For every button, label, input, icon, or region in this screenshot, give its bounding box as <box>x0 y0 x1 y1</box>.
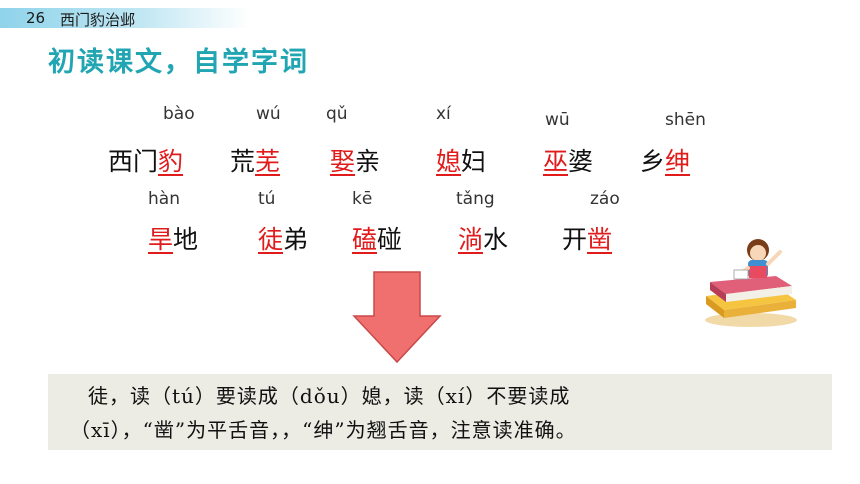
pinyin-qu: qǔ <box>326 104 348 124</box>
word-huangwu: 荒芜 <box>230 142 280 178</box>
word-ximenbao: 西门豹 <box>108 142 183 178</box>
down-arrow-icon <box>352 271 442 364</box>
word-target-char: 巫 <box>543 147 569 176</box>
word-target-char: 娶 <box>330 147 356 176</box>
word-target-char: 旱 <box>148 225 174 254</box>
word-kaizao: 开凿 <box>562 220 612 256</box>
word-handi: 旱地 <box>148 220 198 256</box>
word-tangshui: 淌水 <box>458 220 508 256</box>
word-plain: 婆 <box>568 147 594 176</box>
word-plain: 西门 <box>108 147 159 176</box>
pinyin-wu: wú <box>256 104 281 124</box>
pinyin-tang: tǎng <box>456 189 495 209</box>
pinyin-ke: kē <box>352 189 373 209</box>
word-wupo: 巫婆 <box>543 142 593 178</box>
word-quqin: 娶亲 <box>330 142 380 178</box>
word-plain: 弟 <box>283 225 309 254</box>
note-line-2: （xī），“凿”为平舌音，，“绅”为翘舌音，注意读准确。 <box>70 418 577 442</box>
note-line-1: 徒，读（tú）要读成（dǒu）媳，读（xí）不要读成 <box>88 384 571 408</box>
word-plain: 碰 <box>377 225 403 254</box>
pinyin-wu2: wū <box>545 110 570 130</box>
word-tudi: 徒弟 <box>258 220 308 256</box>
section-heading: 初读课文，自学字词 <box>48 47 309 78</box>
word-kepeng: 磕碰 <box>352 220 402 256</box>
word-target-char: 豹 <box>158 147 184 176</box>
word-target-char: 徒 <box>258 225 284 254</box>
word-target-char: 凿 <box>587 225 613 254</box>
lesson-title-bar: 26 西门豹治邺 <box>0 8 250 29</box>
word-plain: 荒 <box>230 147 256 176</box>
pinyin-xi: xí <box>436 104 451 124</box>
pinyin-shen: shēn <box>665 110 706 130</box>
pinyin-bao: bào <box>163 104 195 124</box>
word-xiangshen: 乡绅 <box>640 142 690 178</box>
word-target-char: 媳 <box>436 147 462 176</box>
word-target-char: 磕 <box>352 225 378 254</box>
word-plain: 亲 <box>355 147 381 176</box>
pinyin-han: hàn <box>148 189 180 209</box>
word-plain: 开 <box>562 225 588 254</box>
word-plain: 妇 <box>461 147 487 176</box>
word-plain: 乡 <box>640 147 666 176</box>
lesson-title: 西门豹治邺 <box>60 11 136 29</box>
lesson-number: 26 <box>26 9 46 27</box>
pronunciation-note: 徒，读（tú）要读成（dǒu）媳，读（xí）不要读成 （xī），“凿”为平舌音，… <box>48 374 832 450</box>
pinyin-tu: tú <box>258 189 276 209</box>
word-target-char: 淌 <box>458 225 484 254</box>
pinyin-zao: záo <box>590 189 620 209</box>
word-plain: 地 <box>173 225 199 254</box>
girl-reading-books-icon <box>705 239 797 327</box>
word-target-char: 绅 <box>665 147 691 176</box>
word-target-char: 芜 <box>255 147 281 176</box>
word-xifu: 媳妇 <box>436 142 486 178</box>
word-plain: 水 <box>483 225 509 254</box>
